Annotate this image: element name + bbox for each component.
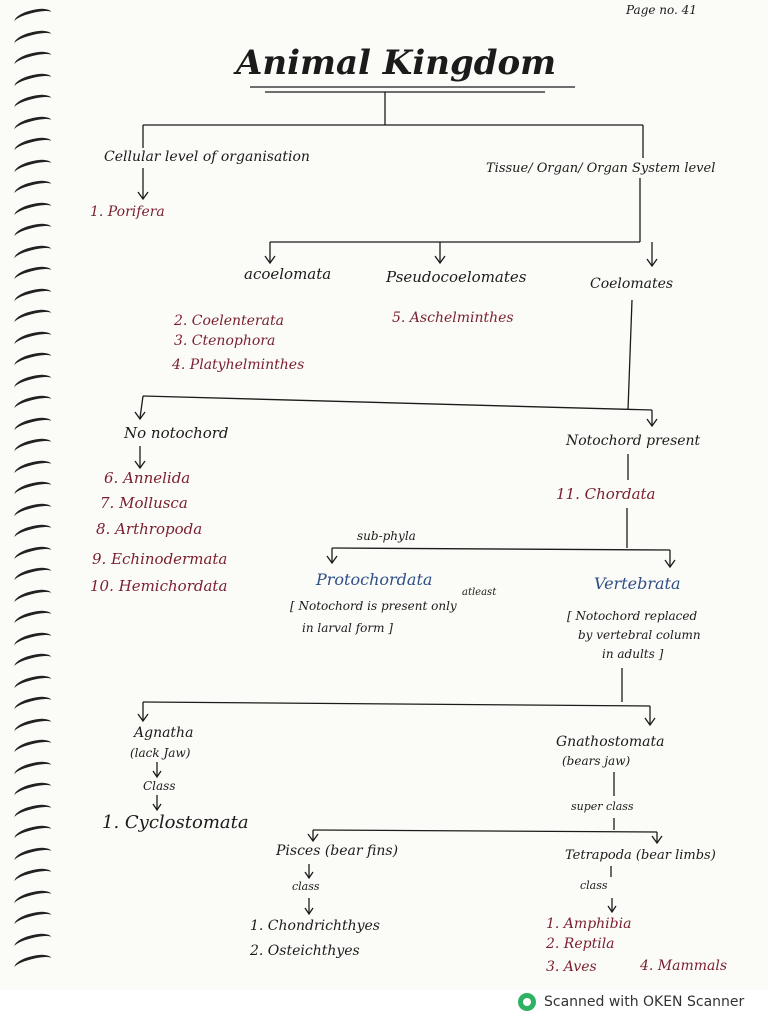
agnatha-label: Agnatha <box>134 725 194 741</box>
tetrapoda-class-2: 2. Reptila <box>546 936 615 952</box>
arrowhead-notochord-present <box>646 418 658 428</box>
arrowhead-cyclostomata <box>152 803 162 812</box>
acoelomata-phylum-1: 2. Coelenterata <box>174 313 284 329</box>
vertebrata-note-line3: in adults ] <box>602 647 664 661</box>
arrowhead-acoelomata <box>264 255 276 265</box>
protochordata-note-line1: [ Notochord is present only <box>290 599 457 613</box>
tetrapoda-class-3: 3. Aves <box>546 959 597 975</box>
notebook-page: Page no. 41 Animal Kingdom Cellular leve… <box>12 3 728 975</box>
line-coelomates-down <box>627 299 633 411</box>
arrowhead-coelomates <box>646 258 658 268</box>
scanner-footer-text: Scanned with OKEN Scanner <box>544 994 745 1010</box>
gnathostomata-desc: (bears jaw) <box>562 754 631 768</box>
vertebrata-label: Vertebrata <box>594 574 681 593</box>
pisces-class-2: 2. Osteichthyes <box>250 943 360 959</box>
scanner-logo-icon <box>518 993 536 1011</box>
tetrapoda-class-1: 1. Amphibia <box>546 916 632 932</box>
chordata-label: 11. Chordata <box>556 485 656 503</box>
arrowhead-pisces-class <box>304 871 314 880</box>
tissue-level-label: Tissue/ Organ/ Organ System level <box>486 161 716 176</box>
acoelomata-phylum-2: 3. Ctenophora <box>174 333 276 349</box>
line-subphyla-bar <box>331 547 671 551</box>
tetrapoda-class-4: 4. Mammals <box>640 958 728 974</box>
page-title: Animal Kingdom <box>236 43 557 83</box>
non-chordate-5: 10. Hemichordata <box>90 577 228 595</box>
protochordata-note-insert: atleast <box>462 587 497 598</box>
arrowhead-pisces <box>307 833 319 843</box>
porifera-label: 1. Porifera <box>90 204 165 220</box>
pisces-class-1: 1. Chondrichthyes <box>250 918 380 934</box>
non-chordate-3: 8. Arthropoda <box>96 520 203 538</box>
pseudocoelomates-label: Pseudocoelomates <box>386 268 527 286</box>
acoelomata-label: acoelomata <box>244 265 332 283</box>
connector-lines <box>134 86 676 916</box>
pisces-class-label: class <box>292 880 320 893</box>
vertebrata-note-line1: [ Notochord replaced <box>567 609 698 623</box>
tetrapoda-class-label: class <box>580 879 608 892</box>
agnatha-class-1: 1. Cyclostomata <box>102 812 249 833</box>
cellular-level-label: Cellular level of organisation <box>104 149 310 165</box>
tetrapoda-label: Tetrapoda (bear limbs) <box>565 848 716 863</box>
arrowhead-non-chordates <box>134 460 146 470</box>
scanner-footer: Scanned with OKEN Scanner <box>518 990 744 1014</box>
subphyla-label: sub-phyla <box>357 529 416 543</box>
arrowhead-gnathostomata <box>644 717 656 727</box>
agnatha-class-label: Class <box>143 779 176 793</box>
non-chordate-2: 7. Mollusca <box>100 494 188 512</box>
arrowhead-protochordata <box>326 555 338 565</box>
line-to-no-notochord <box>139 395 144 419</box>
arrowhead-tetrapoda <box>651 835 663 845</box>
superclass-label: super class <box>571 800 634 813</box>
arrowhead-porifera <box>137 191 149 201</box>
line-notochord-bar <box>142 395 653 411</box>
arrowhead-pisces-classes <box>304 907 314 916</box>
arrowhead-tetrapoda-classes <box>607 905 617 914</box>
no-notochord-label: No notochord <box>124 424 229 442</box>
arrowhead-agnatha <box>137 713 149 723</box>
line-jaw-bar <box>142 701 651 707</box>
arrowhead-no-notochord <box>134 411 146 421</box>
acoelomata-phylum-3: 4. Platyhelminthes <box>172 357 305 373</box>
gnathostomata-label: Gnathostomata <box>556 734 665 750</box>
pisces-label: Pisces (bear fins) <box>276 843 399 859</box>
non-chordate-4: 9. Echinodermata <box>92 550 228 568</box>
protochordata-label: Protochordata <box>316 570 433 589</box>
page-number: Page no. 41 <box>626 3 697 17</box>
coelomates-label: Coelomates <box>590 276 674 292</box>
non-chordate-1: 6. Annelida <box>104 469 191 487</box>
vertebrata-note-line2: by vertebral column <box>578 628 701 642</box>
line-superclass-bar <box>312 829 658 833</box>
pseudo-phylum-1: 5. Aschelminthes <box>392 310 514 326</box>
notochord-present-label: Notochord present <box>566 433 701 449</box>
agnatha-desc: (lack Jaw) <box>130 746 191 760</box>
protochordata-note-line2: in larval form ] <box>302 621 393 635</box>
arrowhead-agnatha-class <box>152 770 162 779</box>
arrowhead-pseudo <box>434 255 446 265</box>
arrowhead-vertebrata <box>664 559 676 569</box>
